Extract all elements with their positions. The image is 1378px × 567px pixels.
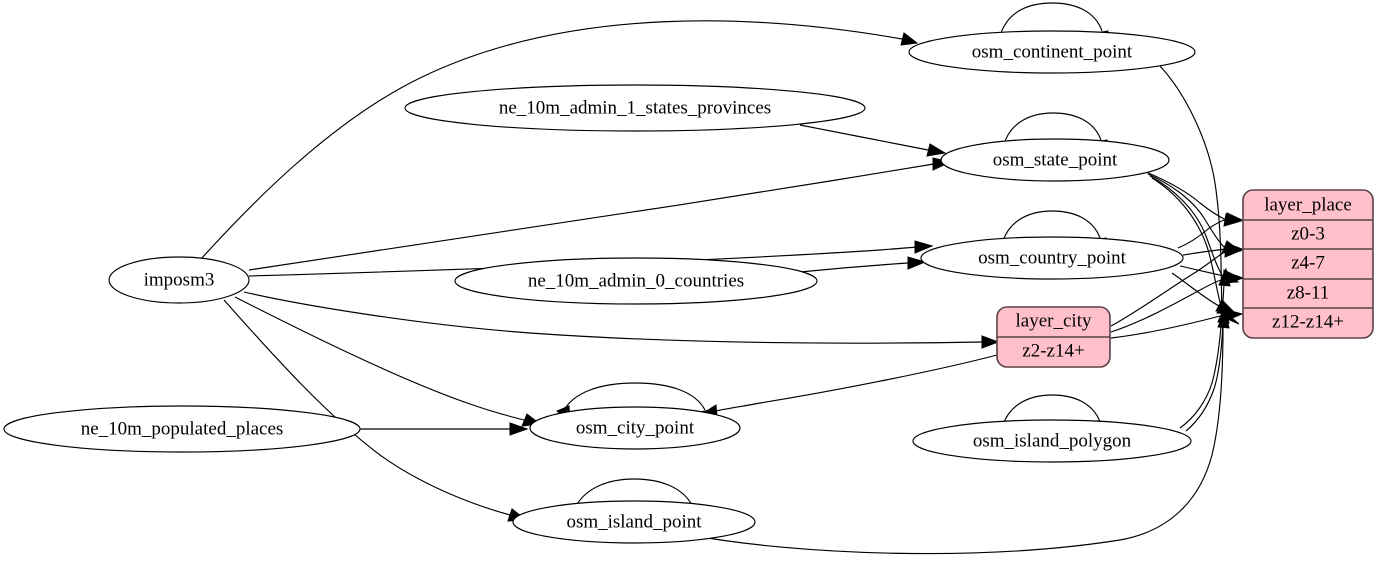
node-ne-10m-admin-0-countries-label: ne_10m_admin_0_countries (528, 270, 744, 291)
node-ne-10m-populated-places[interactable]: ne_10m_populated_places (3, 405, 361, 453)
record-layer-place-title: layer_place (1264, 194, 1352, 215)
edge-osm-country-point-to-layer-place-z0 (1177, 212, 1244, 249)
edge-imposm3-to-osm-city-point (234, 296, 542, 427)
node-osm-island-polygon-label: osm_island_polygon (973, 430, 1132, 451)
node-ne-10m-admin-0-countries[interactable]: ne_10m_admin_0_countries (454, 257, 818, 305)
node-osm-continent-point-label: osm_continent_point (972, 41, 1133, 62)
record-layer-place-row-z8-11[interactable]: z8-11 (1287, 282, 1330, 303)
node-osm-island-point-label: osm_island_point (566, 511, 702, 532)
node-ne-10m-admin-1-states-provinces[interactable]: ne_10m_admin_1_states_provinces (404, 84, 866, 132)
record-layer-city-title: layer_city (1016, 310, 1092, 331)
edge-layer-city-to-layer-place-z4 (1110, 244, 1244, 327)
edge-layer-city-to-osm-city-point (700, 354, 998, 418)
node-ne-10m-admin-1-states-provinces-label: ne_10m_admin_1_states_provinces (499, 97, 771, 118)
edge-imposm3-to-osm-continent-point (200, 20, 919, 260)
node-osm-island-polygon[interactable]: osm_island_polygon (912, 419, 1192, 463)
node-osm-country-point-label: osm_country_point (978, 247, 1126, 268)
node-osm-state-point[interactable]: osm_state_point (940, 138, 1170, 182)
record-layer-place-row-z12-z14[interactable]: z12-z14+ (1272, 311, 1344, 332)
edge-ne-states-to-osm-state-point (799, 124, 947, 157)
node-osm-city-point-label: osm_city_point (576, 417, 695, 438)
edge-imposm3-to-osm-state-point (248, 157, 952, 271)
record-layer-place[interactable]: layer_place z0-3 z4-7 z8-11 z12-z14+ (1242, 189, 1374, 339)
record-layer-city[interactable]: layer_city z2-z14+ (996, 306, 1111, 368)
record-layer-place-row-z0-3[interactable]: z0-3 (1291, 223, 1325, 244)
node-ne-10m-populated-places-label: ne_10m_populated_places (81, 418, 284, 439)
node-imposm3-label: imposm3 (144, 269, 215, 290)
node-imposm3[interactable]: imposm3 (108, 256, 250, 304)
node-osm-city-point[interactable]: osm_city_point (529, 406, 741, 450)
node-osm-island-point[interactable]: osm_island_point (512, 500, 756, 544)
node-osm-continent-point[interactable]: osm_continent_point (908, 30, 1196, 74)
node-osm-state-point-label: osm_state_point (993, 149, 1118, 170)
edge-osm-island-point-to-layer-place-z12 (689, 309, 1230, 555)
record-layer: layer_city z2-z14+ layer_place z0-3 z4-7… (996, 189, 1374, 368)
node-osm-country-point[interactable]: osm_country_point (920, 236, 1184, 280)
edge-osm-island-polygon-to-layer-place-z8 (1179, 267, 1231, 429)
record-layer-place-row-z4-7[interactable]: z4-7 (1291, 252, 1325, 273)
edge-ne-countries-to-osm-country-point (799, 256, 927, 273)
edge-ne-populated-to-osm-city-point (359, 422, 529, 436)
edge-imposm3-to-layer-city (243, 291, 1000, 349)
node-layer: imposm3 ne_10m_populated_places ne_10m_a… (3, 30, 1196, 544)
record-layer-city-row-0[interactable]: z2-z14+ (1022, 340, 1084, 361)
